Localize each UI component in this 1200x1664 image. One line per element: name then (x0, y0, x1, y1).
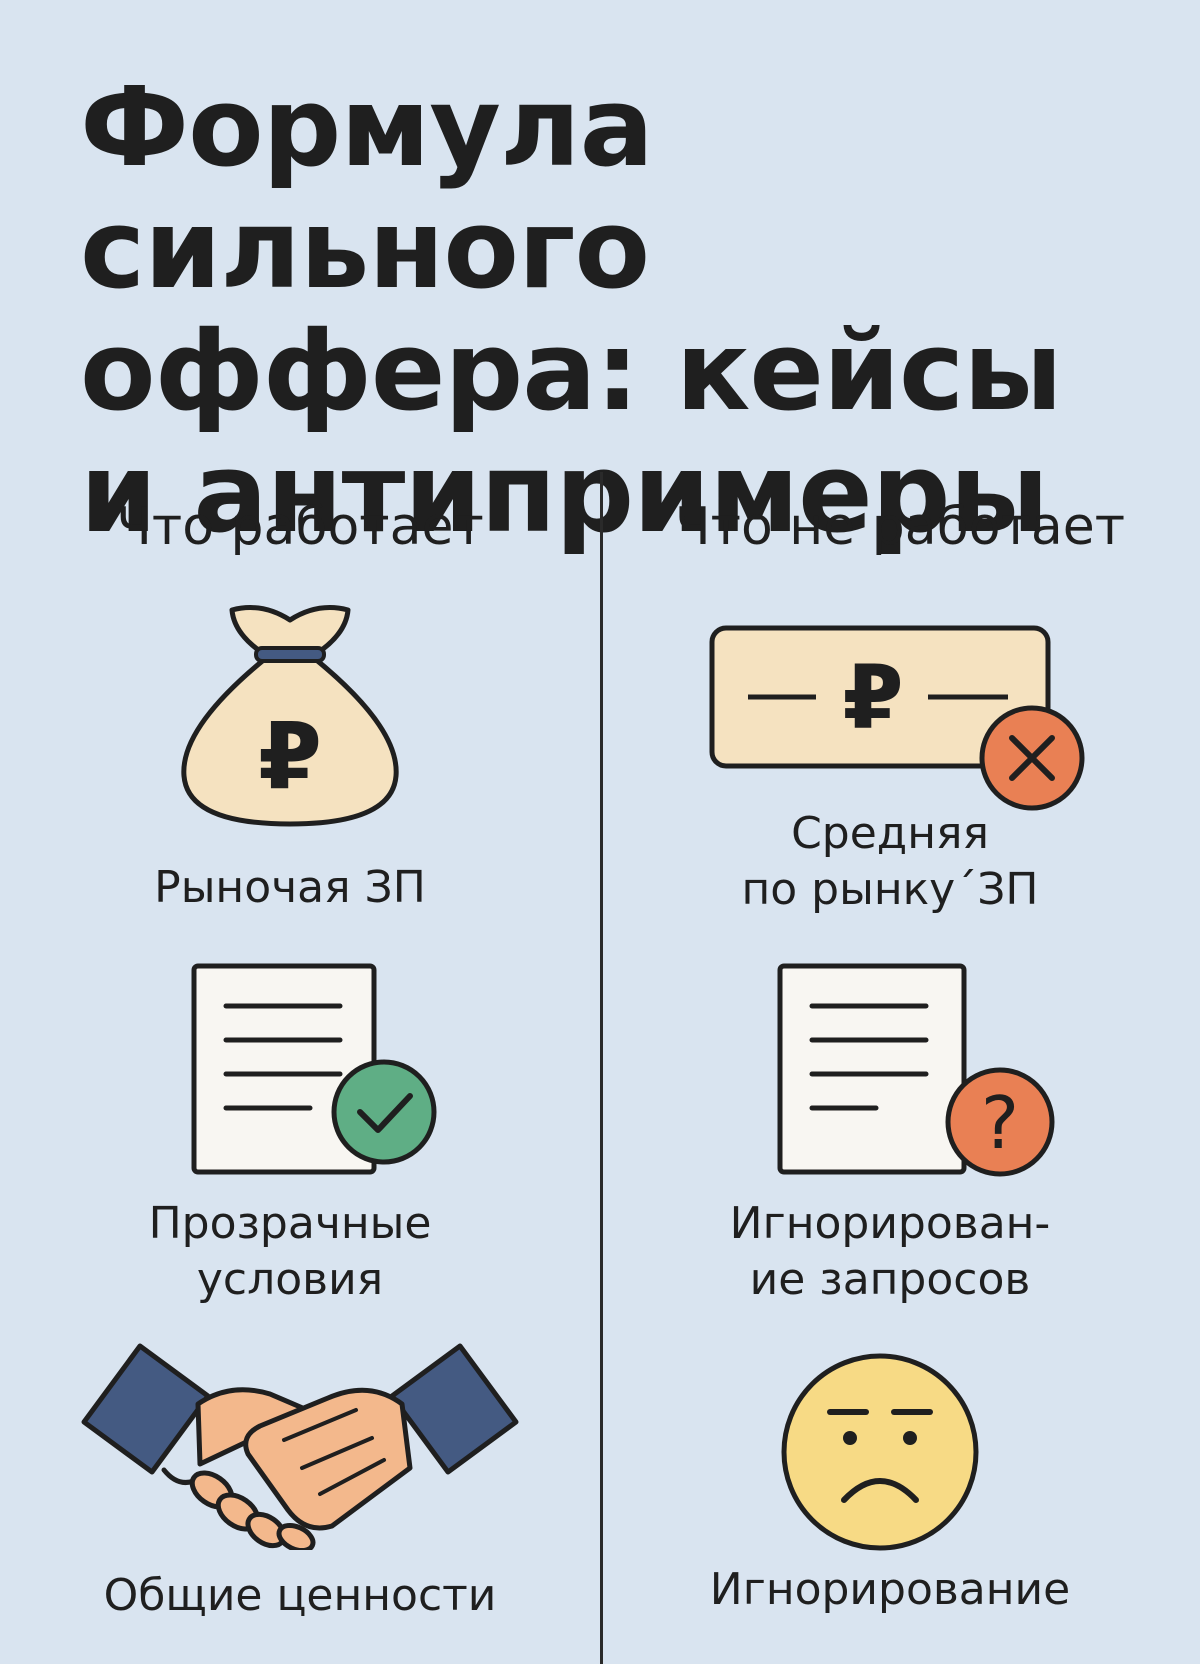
title-line-1: Формула сильного (80, 63, 654, 313)
page-title: Формула сильного оффера: кейсы и антипри… (80, 66, 1140, 554)
works-heading: Что работает (116, 497, 484, 557)
ruble-sign: ₽ (258, 703, 322, 810)
title-line-3: и антипримеры (80, 429, 1049, 557)
works-item-2-label: Прозрачные условия (148, 1198, 432, 1305)
document-question-icon: ? (777, 963, 1055, 1177)
money-bag-icon: ₽ (181, 605, 399, 827)
works-item-1-label: Рыночая ЗП (154, 862, 426, 913)
sad-face-icon (781, 1353, 979, 1551)
banknote-cross-icon: ₽ (709, 625, 1085, 811)
question-mark: ? (981, 1081, 1019, 1165)
fails-item-1-label: Средняя по рынку´ЗП (741, 808, 1039, 915)
works-item-3-label: Общие ценности (103, 1570, 497, 1621)
fails-item-2-label: Игнорирован- ие запросов (729, 1198, 1051, 1305)
document-check-icon (191, 963, 437, 1175)
fails-heading: Что не работает (675, 497, 1125, 557)
handshake-icon (81, 1343, 519, 1550)
ruble-sign: ₽ (842, 646, 903, 749)
title-line-2: оффера: кейсы (80, 307, 1063, 435)
fails-item-3-label: Игнорирование (709, 1564, 1071, 1615)
column-divider (600, 472, 603, 1664)
